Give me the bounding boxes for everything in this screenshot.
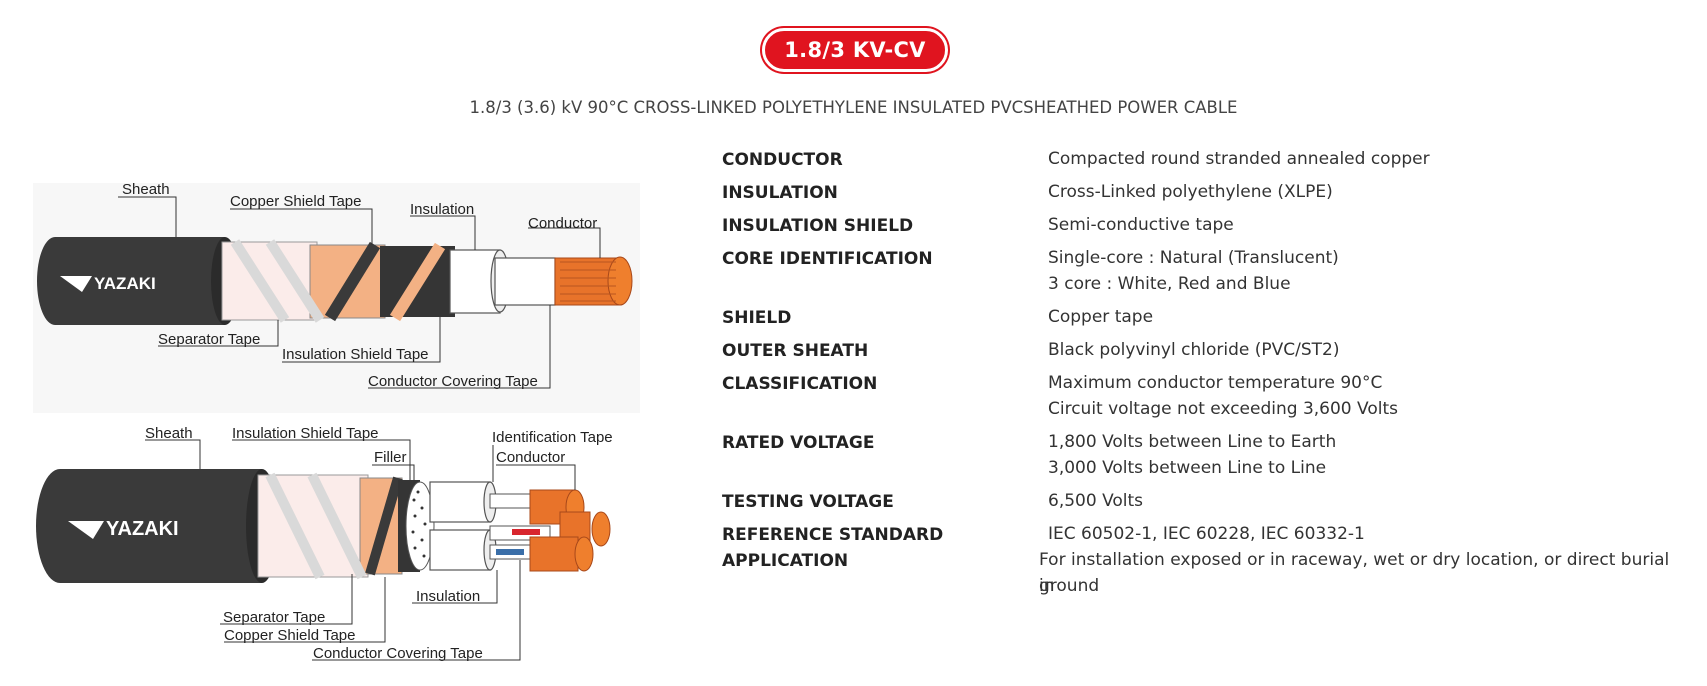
spec-value: 1,800 Volts between Line to Earth: [1048, 432, 1337, 452]
spec-value: Copper tape: [1048, 307, 1154, 327]
label-filler: Filler: [374, 449, 407, 466]
spec-value: Black polyvinyl chloride (PVC/ST2): [1048, 340, 1340, 360]
conductor-middle: [559, 511, 591, 547]
label-copper-shield-tape: Copper Shield Tape: [230, 193, 361, 210]
separator-tape-layer: [257, 474, 369, 578]
label-identification-tape: Identification Tape: [492, 429, 613, 446]
filler-layer: [405, 481, 435, 571]
identification-tape-blue: [496, 549, 524, 555]
spec-label: OUTER SHEATH: [722, 341, 869, 361]
spec-value: IEC 60502-1, IEC 60228, IEC 60332-1: [1048, 524, 1365, 544]
spec-label: RATED VOLTAGE: [722, 433, 875, 453]
sheath-layer: [36, 469, 262, 583]
brand-mark-icon: [60, 276, 92, 292]
diagram-background: [33, 183, 640, 413]
conductor-end-bottom: [574, 536, 594, 572]
brand-logo-single: YAZAKI: [94, 274, 156, 293]
spec-label: SHIELD: [722, 308, 792, 328]
core-insulation-top: [429, 481, 491, 523]
spec-label: CORE IDENTIFICATION: [722, 249, 933, 269]
conductor-layer: [554, 257, 621, 306]
spec-label: REFERENCE STANDARD: [722, 525, 944, 545]
conductor-bottom: [529, 536, 579, 572]
label-separator-tape: Separator Tape: [158, 331, 260, 348]
label-copper-shield-tape: Copper Shield Tape: [224, 627, 355, 644]
insulation-shield-layer: [380, 246, 455, 317]
tape-stripes: [230, 239, 446, 323]
sheath-end: [246, 469, 278, 583]
copper-shield-tape-layer: [309, 244, 386, 319]
spec-value: Semi-conductive tape: [1048, 215, 1234, 235]
tape-stripes: [265, 472, 403, 580]
leader-lines-three: [145, 439, 576, 661]
label-conductor-covering-tape: Conductor Covering Tape: [313, 645, 483, 662]
insulation-end: [490, 249, 510, 313]
label-insulation: Insulation: [416, 588, 480, 605]
sheath-layer: [37, 237, 225, 325]
separator-tape-layer: [221, 241, 318, 321]
spec-value: 3,000 Volts between Line to Line: [1048, 458, 1327, 478]
conductor-end-middle: [591, 511, 611, 547]
label-separator-tape: Separator Tape: [223, 609, 325, 626]
spec-value: Compacted round stranded annealed copper: [1048, 149, 1430, 169]
spec-label: CLASSIFICATION: [722, 374, 878, 394]
label-sheath: Sheath: [145, 425, 193, 442]
label-sheath: Sheath: [122, 181, 170, 198]
conductor-covering-layer: [494, 257, 556, 306]
spec-value: ground: [1039, 576, 1100, 596]
brand-mark-icon: [68, 521, 104, 539]
label-insulation-shield-tape: Insulation Shield Tape: [282, 346, 429, 363]
core-covering-middle: [489, 525, 551, 541]
label-conductor-covering-tape: Conductor Covering Tape: [368, 373, 538, 390]
single-core-cable: YAZAKI Sheath Copper Shield Tape Insulat…: [33, 181, 640, 413]
copper-shield-tape-layer: [359, 477, 403, 575]
conductor-end: [607, 256, 633, 306]
three-core-cable: YAZAKI Sheath Insulation Shield Tape Fil…: [36, 425, 613, 662]
spec-value: Maximum conductor temperature 90°C: [1048, 373, 1383, 393]
conductor-end-top: [565, 489, 585, 525]
core-covering-top: [489, 493, 531, 509]
spec-value: For installation exposed or in raceway, …: [1039, 550, 1670, 596]
insulation-shield-layer: [398, 480, 420, 572]
spec-value: 3 core : White, Red and Blue: [1048, 274, 1291, 294]
core-insulation-bottom: [429, 529, 491, 571]
label-conductor: Conductor: [496, 449, 565, 466]
spec-label: TESTING VOLTAGE: [722, 492, 894, 512]
identification-tape-red: [512, 529, 540, 535]
conductor-top: [529, 489, 576, 525]
core-covering-bottom: [489, 544, 531, 560]
core-end-bottom: [483, 529, 497, 571]
spec-label: APPLICATION: [722, 551, 849, 571]
leader-lines-single: [118, 196, 601, 389]
spec-value: Single-core : Natural (Translucent): [1048, 248, 1339, 268]
insulation-layer: [449, 249, 501, 314]
spec-label: INSULATION: [722, 183, 838, 203]
label-conductor: Conductor: [528, 215, 597, 232]
product-subtitle: 1.8/3 (3.6) kV 90°C CROSS-LINKED POLYETH…: [469, 98, 1238, 117]
conductor-strands: [560, 261, 616, 302]
product-badge: 1.8/3 KV-CV: [762, 28, 948, 72]
spec-value: Cross-Linked polyethylene (XLPE): [1048, 182, 1333, 202]
label-insulation: Insulation: [410, 201, 474, 218]
core-end-top: [483, 481, 497, 523]
spec-label: CONDUCTOR: [722, 150, 843, 170]
spec-value: Circuit voltage not exceeding 3,600 Volt…: [1048, 399, 1398, 419]
spec-value: 6,500 Volts: [1048, 491, 1144, 511]
brand-logo-three: YAZAKI: [106, 518, 179, 540]
spec-label: INSULATION SHIELD: [722, 216, 914, 236]
label-insulation-shield-tape: Insulation Shield Tape: [232, 425, 379, 442]
filler-dots: [411, 490, 427, 558]
sheath-end: [211, 237, 239, 325]
